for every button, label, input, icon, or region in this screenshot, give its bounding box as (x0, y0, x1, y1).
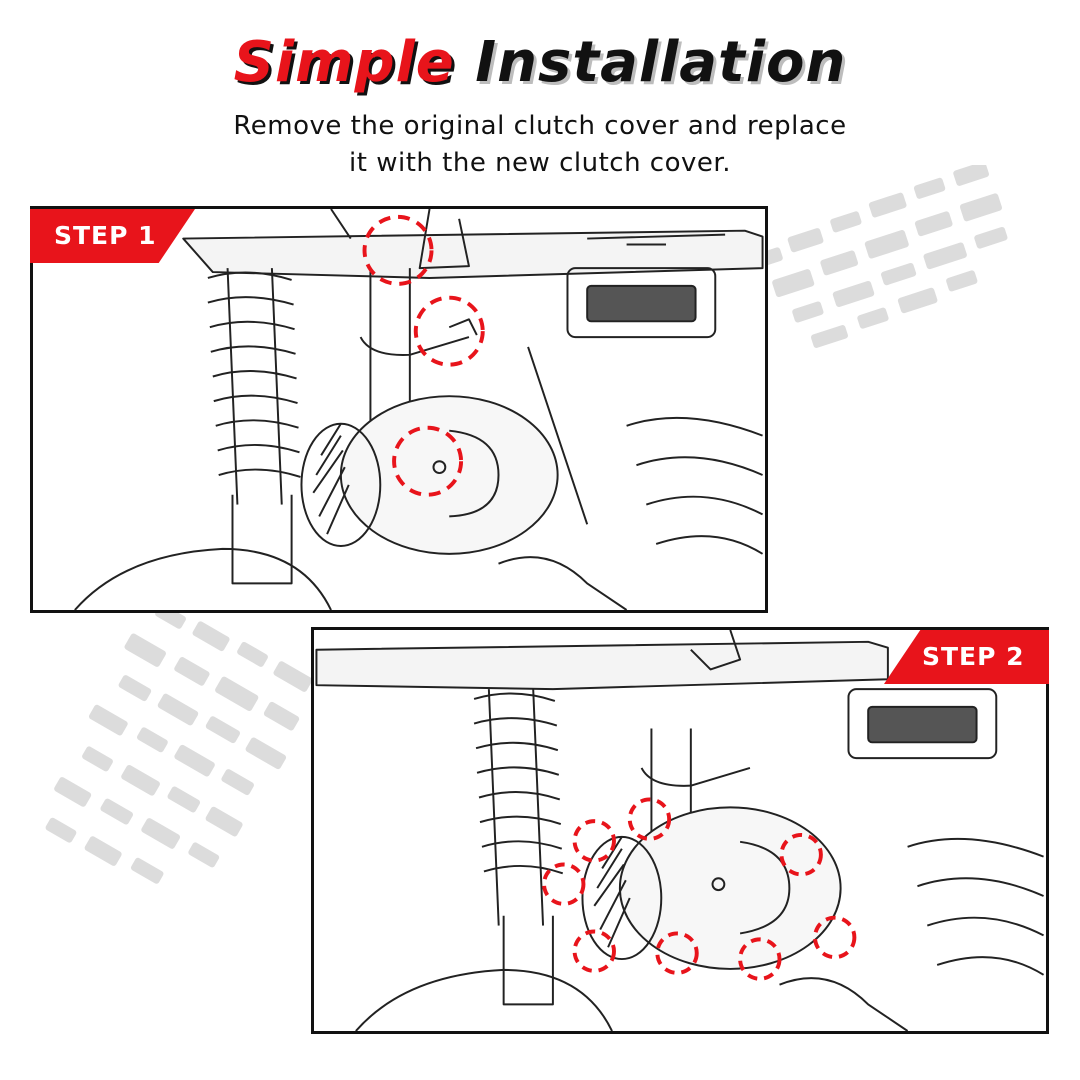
title-word-installation: Installation (475, 30, 847, 95)
bolt-highlight-circle (572, 819, 616, 863)
clutch-cover-removal-drawing (74, 209, 764, 610)
instruction-line-2: it with the new clutch cover. (349, 148, 731, 178)
bolt-highlight-circle (572, 929, 616, 973)
highlight-circle (392, 425, 464, 497)
step-1-illustration (30, 206, 768, 613)
page-title: Simple Installation (0, 28, 1080, 98)
clutch-cover-installation-drawing (315, 630, 1045, 1031)
bolt-highlight-circle (655, 931, 699, 975)
instruction-text: Remove the original clutch cover and rep… (140, 108, 940, 182)
tire-tread-decoration-top (760, 165, 1008, 348)
bolt-highlight-circle (627, 797, 672, 841)
bolt-highlight-circle (813, 915, 857, 960)
bolt-highlight-circle (542, 862, 586, 906)
step-2-illustration (311, 627, 1049, 1034)
bolt-highlight-circle (779, 832, 823, 877)
tire-tread-decoration-bottom (45, 603, 313, 884)
bolt-highlight-circle (738, 937, 782, 981)
instruction-line-1: Remove the original clutch cover and rep… (233, 111, 847, 141)
title-word-simple: Simple (233, 30, 455, 95)
highlight-circle (413, 295, 485, 367)
